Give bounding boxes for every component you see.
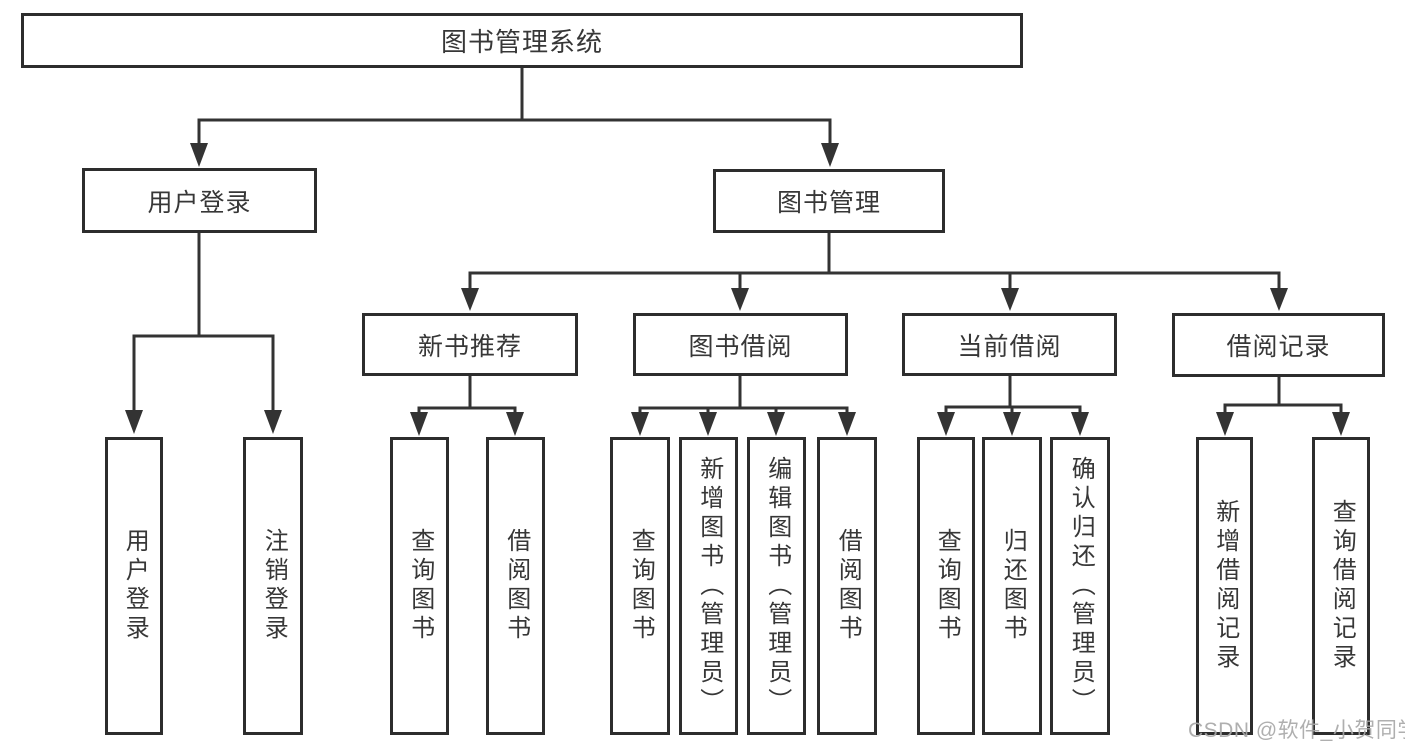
arrowheads-current-borrow	[937, 412, 1089, 436]
node-bb-edit-books-admin: 编辑图书（管理员）	[747, 437, 806, 735]
arrowheads-borrow-records	[1216, 412, 1350, 436]
node-borrow-records-label: 借阅记录	[1226, 333, 1331, 361]
node-bb-query-books-label: 查询图书	[627, 528, 655, 644]
connector-book-borrow-children	[638, 376, 849, 417]
node-user-login-label: 用户登录	[147, 188, 252, 217]
node-cb-return-books-label: 归还图书	[999, 528, 1027, 644]
connector-book-mgmt-children	[468, 233, 1281, 292]
arrowheads-level3	[461, 288, 1288, 311]
connector-user-login-children	[132, 233, 275, 414]
node-logout-action: 注销登录	[243, 437, 303, 735]
arrow-to-book-mgmt	[821, 143, 839, 167]
node-cb-return-books: 归还图书	[982, 437, 1042, 735]
arrowheads-new-book-rec	[410, 412, 524, 436]
node-cb-query-books-label: 查询图书	[933, 528, 961, 644]
node-logout-action-label: 注销登录	[260, 528, 288, 644]
node-book-mgmt-label: 图书管理	[776, 189, 881, 217]
arrow-to-user-login	[190, 143, 208, 167]
node-cb-query-books: 查询图书	[917, 437, 975, 735]
node-borrow-records: 借阅记录	[1172, 313, 1385, 377]
arrow-to-book-borrow	[731, 288, 749, 311]
arrowheads-book-borrow	[631, 412, 856, 436]
node-br-add-record: 新增借阅记录	[1196, 437, 1253, 735]
node-book-mgmt: 图书管理	[713, 169, 945, 233]
node-bb-borrow-books: 借阅图书	[817, 437, 877, 735]
node-br-query-record: 查询借阅记录	[1312, 437, 1370, 735]
node-cb-confirm-return-admin: 确认归还（管理员）	[1050, 437, 1110, 735]
arrow-to-logout	[264, 410, 282, 434]
node-bb-add-books-admin-label: 新增图书（管理员）	[695, 455, 723, 717]
node-book-borrow: 图书借阅	[633, 313, 848, 376]
node-user-login: 用户登录	[82, 168, 317, 233]
node-br-add-record-label: 新增借阅记录	[1211, 499, 1239, 673]
connector-current-borrow-children	[944, 376, 1082, 417]
connector-root-to-level2	[197, 68, 832, 146]
node-cb-confirm-return-admin-label: 确认归还（管理员）	[1067, 455, 1095, 717]
arrow-to-login	[125, 410, 143, 434]
arrow-to-new-book-rec	[461, 288, 479, 311]
arrow-to-current-borrow	[1001, 288, 1019, 311]
node-login-action-label: 用户登录	[121, 528, 149, 644]
node-current-borrow: 当前借阅	[902, 313, 1117, 376]
connector-new-book-rec-children	[417, 376, 517, 417]
node-bb-add-books-admin: 新增图书（管理员）	[679, 437, 738, 735]
node-bb-edit-books-admin-label: 编辑图书（管理员）	[763, 455, 791, 717]
node-bb-borrow-books-label: 借阅图书	[834, 528, 862, 644]
node-current-borrow-label: 当前借阅	[957, 332, 1062, 361]
arrow-to-borrow-records	[1270, 288, 1288, 311]
node-nbr-query-books: 查询图书	[390, 437, 449, 735]
node-root-label: 图书管理系统	[440, 27, 603, 57]
arrowheads-user-login-children	[125, 410, 282, 434]
node-bb-query-books: 查询图书	[610, 437, 670, 735]
node-root: 图书管理系统	[21, 13, 1023, 68]
node-nbr-borrow-books: 借阅图书	[486, 437, 545, 735]
node-new-book-rec: 新书推荐	[362, 313, 578, 376]
csdn-watermark: CSDN @软件_小贺同学	[1188, 719, 1405, 742]
connector-borrow-records-children	[1223, 377, 1343, 417]
node-book-borrow-label: 图书借阅	[688, 332, 793, 361]
node-nbr-borrow-books-label: 借阅图书	[502, 528, 530, 644]
node-new-book-rec-label: 新书推荐	[417, 332, 522, 361]
node-br-query-record-label: 查询借阅记录	[1328, 499, 1356, 673]
node-nbr-query-books-label: 查询图书	[406, 528, 434, 644]
node-login-action: 用户登录	[105, 437, 163, 735]
arrowheads-level2	[190, 143, 839, 167]
